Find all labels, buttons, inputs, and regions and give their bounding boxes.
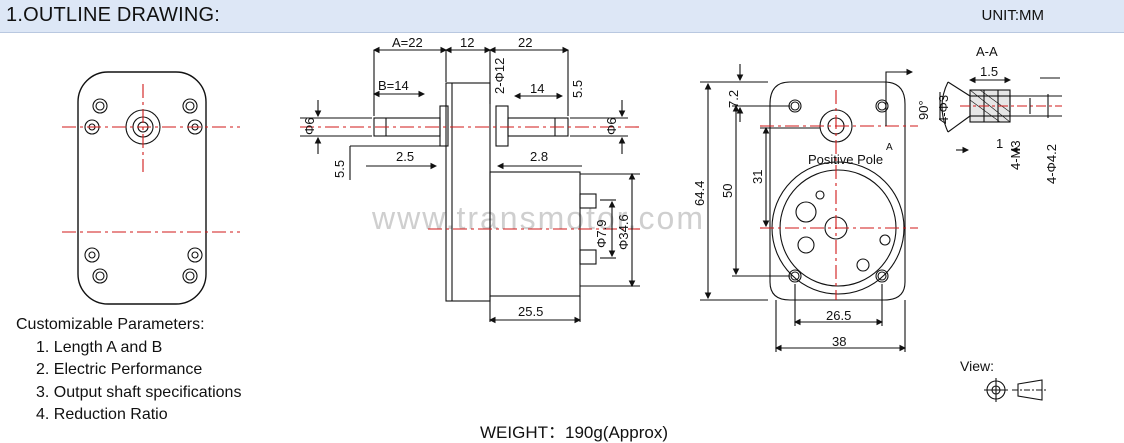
angle-90: 90° (916, 100, 931, 120)
dim-phi42: 4-Φ4.2 (1044, 144, 1059, 184)
front-view (700, 64, 918, 352)
dim-50: 50 (720, 184, 735, 198)
gearbox-plate-view (62, 71, 240, 305)
dim-phi346: Φ34.6 (616, 214, 631, 250)
dim-1: 1 (996, 136, 1003, 151)
dim-265: 26.5 (826, 308, 851, 323)
param-item: 2. Electric Performance (36, 361, 203, 378)
weight-label: WEIGHT：190g(Approx) (480, 423, 668, 442)
section-mark-a: A (886, 142, 893, 153)
dim-55a: 5.5 (570, 80, 585, 98)
dim-644: 64.4 (692, 181, 707, 206)
dim-phi3: 4-Φ3 (936, 95, 951, 124)
dim-38: 38 (832, 334, 846, 349)
view-label: View: (960, 358, 994, 374)
dim-55b: 5.5 (332, 160, 347, 178)
dim-31: 31 (750, 170, 765, 184)
dim-28: 2.8 (530, 149, 548, 164)
side-view (300, 46, 640, 324)
watermark: www.transmotor.com (372, 200, 705, 236)
dim-15: 1.5 (980, 64, 998, 79)
dim-phi12: 2-Φ12 (492, 58, 507, 94)
dim-a: A=22 (392, 35, 423, 50)
dim-12: 12 (460, 35, 474, 50)
customizable-parameters: Customizable Parameters: 1. Length A and… (16, 314, 241, 427)
dim-22: 22 (518, 35, 532, 50)
section-aa-label: A-A (976, 44, 998, 59)
param-item: 4. Reduction Ratio (36, 406, 168, 423)
header-bar: 1.OUTLINE DRAWING: UNIT:MM (0, 0, 1124, 33)
positive-pole-label: Positive Pole (808, 152, 883, 167)
dim-phi79: Φ7.9 (594, 220, 609, 248)
page-title: 1.OUTLINE DRAWING: (6, 4, 220, 26)
dim-14: 14 (530, 81, 544, 96)
section-aa (939, 76, 1062, 154)
params-heading: Customizable Parameters: (16, 316, 205, 333)
dim-255: 25.5 (518, 304, 543, 319)
param-item: 1. Length A and B (36, 338, 163, 356)
dim-m3: 4-M3 (1008, 140, 1023, 170)
dim-72: 7.2 (726, 90, 741, 108)
dim-25: 2.5 (396, 149, 414, 164)
dim-phi6-left: Φ6 (302, 117, 317, 135)
dim-phi6-right: Φ6 (604, 117, 619, 135)
param-item: 3. Output shaft specifications (36, 383, 242, 401)
view-symbol (984, 378, 1048, 402)
dim-b: B=14 (378, 78, 409, 93)
unit-label: UNIT:MM (981, 7, 1045, 24)
